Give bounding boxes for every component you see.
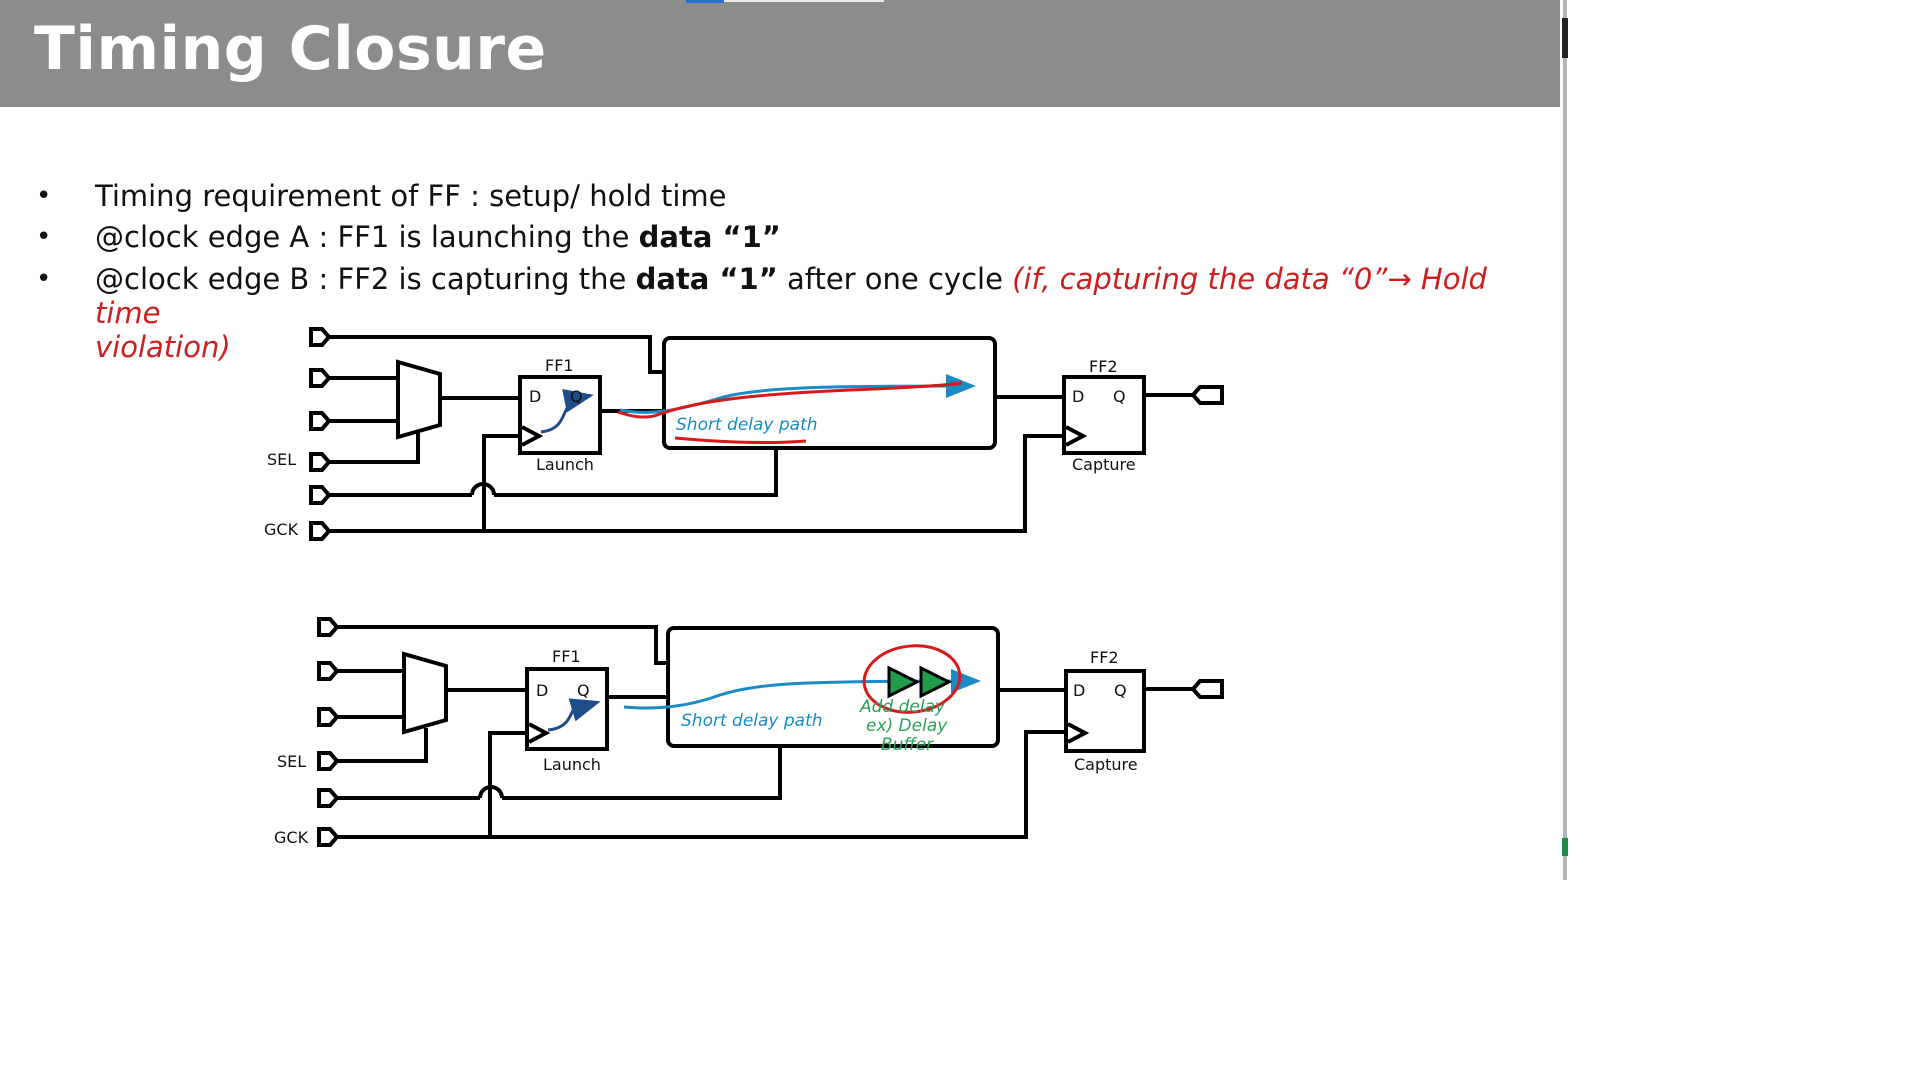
ff1-d-pin: D (536, 681, 548, 700)
ff2-d-pin: D (1072, 387, 1084, 406)
input-port-icon (309, 368, 332, 388)
ff2-q-pin: Q (1114, 681, 1127, 700)
input-port-icon (309, 327, 332, 347)
ff2-label: FF2 (1090, 648, 1119, 667)
sel-label: SEL (277, 752, 306, 771)
ff2-q-pin: Q (1113, 387, 1126, 406)
capture-label: Capture (1074, 755, 1138, 774)
window-accent-strip (686, 0, 724, 3)
buffer-note: Buffer (881, 735, 934, 755)
bullet-bold-text: data “1” (635, 262, 778, 296)
logic-cloud-box (662, 336, 997, 450)
diagram-bottom (317, 617, 1224, 847)
ff2-box (1064, 669, 1146, 753)
input-port-icon (309, 452, 332, 472)
logic-cloud-box (666, 626, 1000, 748)
launch-label: Launch (543, 755, 601, 774)
input-port-icon (309, 521, 332, 541)
input-port-icon (317, 751, 340, 771)
input-port-icon (317, 707, 340, 727)
slide-title: Timing Closure (34, 14, 547, 84)
hold-violation-note: (if, capturing the data “0”→ Hold time (95, 262, 1487, 330)
delay-buffer-icon (887, 665, 921, 699)
bullet-item: • @clock edge A : FF1 is launching the d… (30, 217, 1530, 258)
bullet-item: • Timing requirement of FF : setup/ hold… (30, 176, 1530, 217)
bullet-text-tail: after one cycle (777, 262, 1013, 296)
bottom-labels: FF1 FF2 D Q D Q Launch Capture SEL GCK S… (274, 647, 1138, 847)
bottom-path-annotations (547, 644, 981, 732)
ff1-box (525, 667, 609, 751)
delay-buffer-icon (919, 665, 953, 699)
launch-label: Launch (536, 455, 594, 474)
ff1-label: FF1 (545, 356, 574, 375)
sel-label: SEL (267, 450, 296, 469)
scrollbar-track[interactable] (1563, 0, 1567, 880)
mux-icon (402, 651, 448, 735)
input-port-icon (317, 788, 340, 808)
window-accent-strip-light (724, 0, 884, 2)
hold-violation-note-cont: violation) (95, 330, 231, 364)
delay-buffer-note: ex) Delay (866, 716, 948, 736)
input-port-icon (317, 661, 340, 681)
ff1-q-pin: Q (570, 387, 583, 406)
input-port-icon (309, 411, 332, 431)
scrollbar-thumb[interactable] (1562, 18, 1568, 58)
gck-label: GCK (264, 520, 299, 539)
bullet-list: • Timing requirement of FF : setup/ hold… (30, 176, 1530, 364)
gck-label: GCK (274, 828, 309, 847)
circuit-diagrams: FF1 FF2 D Q D Q Launch Capture SEL GCK S… (264, 327, 1224, 847)
bullet-text: @clock edge B : FF2 is capturing the (95, 262, 636, 296)
top-labels: FF1 FF2 D Q D Q Launch Capture SEL GCK S… (264, 356, 1136, 539)
title-bar: Timing Closure (0, 0, 1560, 107)
scrollbar-marker (1562, 838, 1568, 856)
output-port-icon (1190, 679, 1224, 699)
short-delay-path-label: Short delay path (681, 711, 823, 731)
bullet-item: • @clock edge B : FF2 is capturing the d… (30, 262, 1530, 364)
short-delay-path-label: Short delay path (676, 415, 818, 435)
ff2-label: FF2 (1089, 357, 1118, 376)
add-delay-note: Add delay (859, 697, 946, 717)
bullet-dot-icon: • (36, 181, 52, 211)
mux-icon (396, 359, 442, 440)
scrollbar[interactable] (1560, 0, 1568, 880)
ff1-label: FF1 (552, 647, 581, 666)
ff2-d-pin: D (1073, 681, 1085, 700)
ff1-q-pin: Q (577, 681, 590, 700)
ff2-box (1062, 375, 1146, 455)
input-port-icon (309, 485, 332, 505)
bullet-bold-text: data “1” (638, 220, 781, 254)
highlight-circle (862, 644, 962, 714)
capture-label: Capture (1072, 455, 1136, 474)
input-port-icon (317, 827, 340, 847)
bullet-dot-icon: • (36, 264, 52, 294)
output-port-icon (1190, 385, 1224, 405)
bullet-text: @clock edge A : FF1 is launching the (95, 220, 639, 254)
bullet-dot-icon: • (36, 222, 52, 252)
input-port-icon (317, 617, 340, 637)
bullet-text: Timing requirement of FF : setup/ hold t… (95, 179, 727, 213)
ff1-d-pin: D (529, 387, 541, 406)
ff1-box (518, 375, 602, 455)
top-path-annotations (540, 374, 976, 444)
